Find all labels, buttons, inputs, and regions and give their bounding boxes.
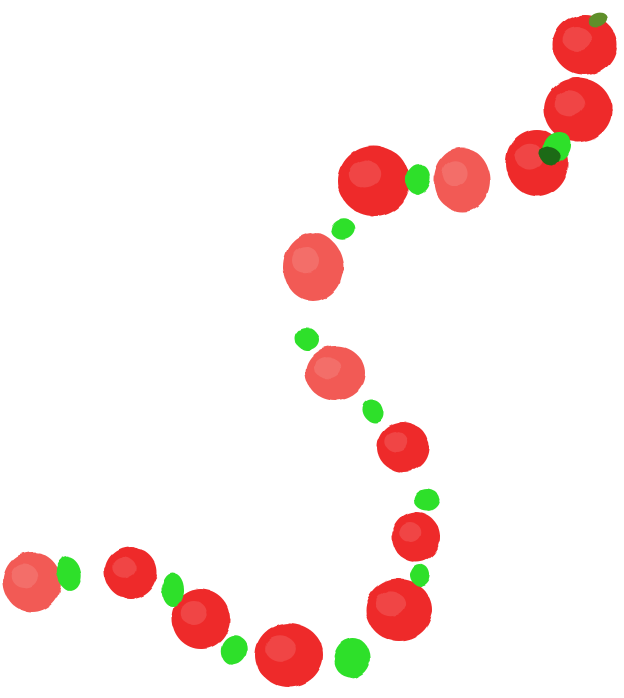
leaf-12 xyxy=(162,573,184,607)
apple-highlight-14 xyxy=(11,564,38,588)
apple-highlight-1 xyxy=(562,27,592,51)
leaf-5 xyxy=(331,218,355,240)
apple-highlight-13 xyxy=(112,557,137,579)
apple-highlight-9 xyxy=(399,522,421,542)
leaf-1 xyxy=(588,12,608,28)
apple-highlight-8 xyxy=(384,432,409,452)
leaf-8 xyxy=(414,489,440,511)
apple-highlight-5 xyxy=(348,160,382,188)
apple-highlight-10 xyxy=(375,591,406,617)
leaf-4 xyxy=(405,164,431,194)
leaf-7 xyxy=(362,399,384,423)
apple-highlight-12 xyxy=(180,601,207,625)
apple-highlight-3 xyxy=(515,143,544,170)
apple-highlight-4 xyxy=(442,160,468,187)
leaf-10 xyxy=(333,638,371,678)
leaf-13 xyxy=(56,557,82,591)
leaf-3 xyxy=(539,146,561,166)
leaf-6 xyxy=(295,327,319,351)
leaf-11 xyxy=(220,635,248,665)
apple-highlight-11 xyxy=(265,635,296,662)
apple-highlight-6 xyxy=(292,246,319,274)
leaf-9 xyxy=(409,564,431,586)
apple-highlight-2 xyxy=(554,90,585,117)
apple-highlight-7 xyxy=(314,356,341,379)
